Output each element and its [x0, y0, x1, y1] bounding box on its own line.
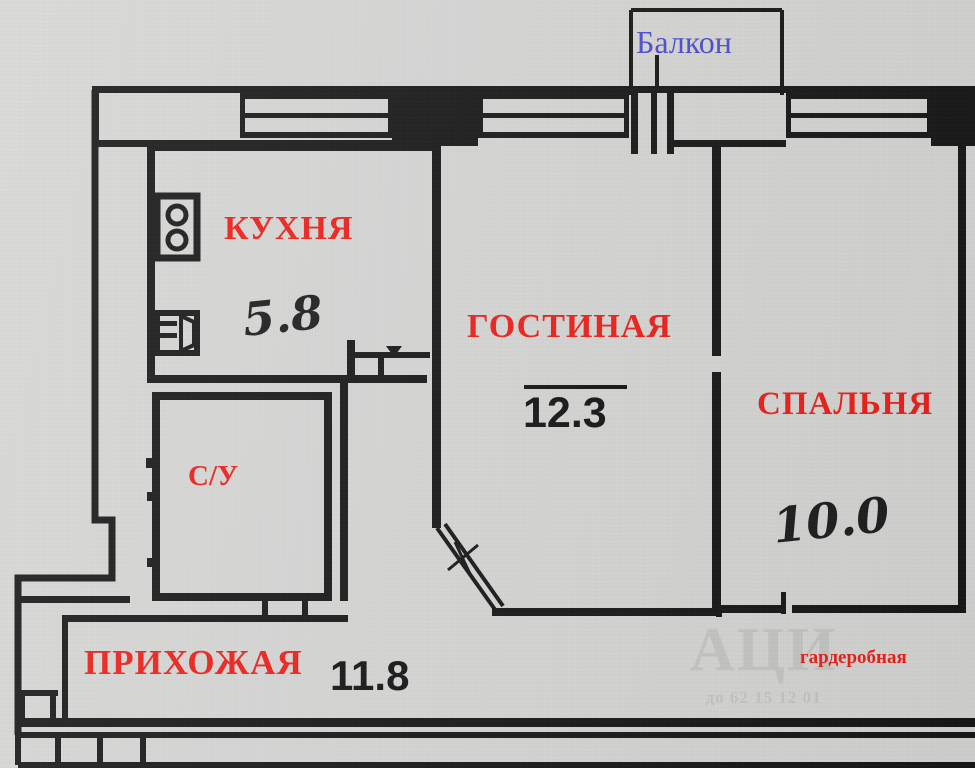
room-area-hallway: 11.8: [330, 652, 410, 699]
balcony-outline: [629, 8, 784, 95]
sink-icon: [154, 310, 200, 356]
left-bottom-stub: [18, 690, 58, 725]
room-label-wardrobe: гардеробная: [800, 647, 907, 668]
wall-cross-mark-icon: [447, 541, 479, 577]
window-living-room: [478, 93, 629, 138]
bottom-outer-band: [15, 732, 975, 768]
triangle-marker-icon: [386, 346, 402, 357]
living-room-walls: [432, 143, 721, 616]
hallway-walls: [18, 596, 975, 727]
room-label-hallway: ПРИХОЖАЯ: [84, 643, 303, 682]
living-room-angled-wall: [435, 522, 505, 613]
room-area-bedroom: 10.0: [770, 486, 893, 555]
wardrobe-walls: [716, 605, 722, 617]
room-area-living-room: 12.3: [523, 389, 607, 437]
bedroom-walls: [721, 143, 966, 614]
balcony-door: [631, 55, 674, 154]
top-wall-piers: [92, 86, 975, 147]
room-label-living-room: ГОСТИНАЯ: [467, 308, 672, 345]
bathroom-walls: [152, 392, 332, 601]
window-kitchen: [240, 93, 393, 138]
room-label-kitchen: КУХНЯ: [224, 210, 354, 247]
door-jambs: [262, 593, 308, 617]
living-room-area-underline: [524, 385, 627, 389]
room-label-bedroom: СПАЛЬНЯ: [757, 386, 934, 422]
window-bedroom: [786, 93, 932, 138]
corridor-wall: [340, 383, 348, 601]
stove-icon: [153, 192, 201, 262]
room-label-bathroom: С/У: [188, 460, 239, 492]
room-label-balcony: Балкон: [636, 24, 732, 60]
room-area-kitchen: 5.8: [240, 284, 326, 347]
bathroom-door-marks: [146, 458, 158, 567]
kitchen-passage: [355, 352, 430, 382]
left-outer-wall: [14, 90, 116, 735]
